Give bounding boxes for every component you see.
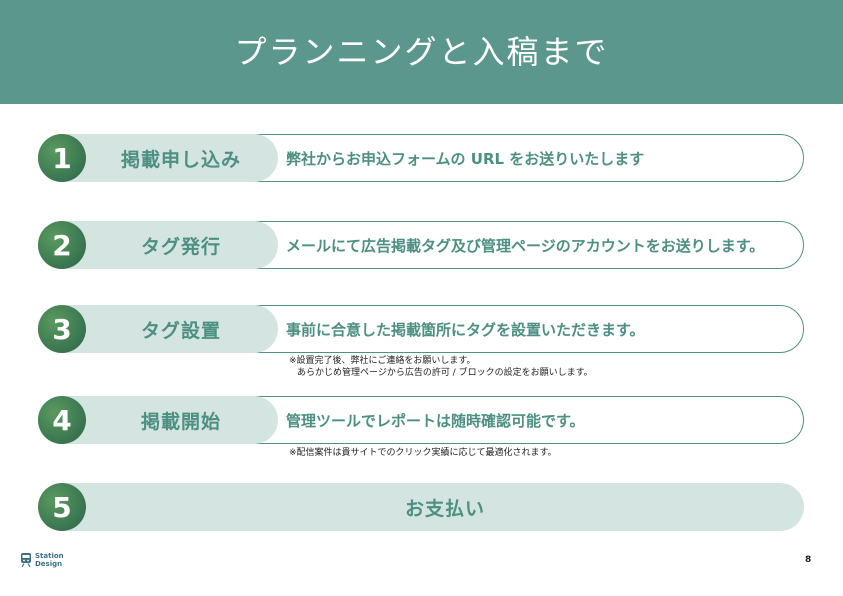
logo-line: Station xyxy=(35,552,64,560)
note-line: ※設置完了後、弊社にご連絡をお願いします。 xyxy=(289,356,476,366)
step-description: メールにて広告掲載タグ及び管理ページのアカウントをお送りします。 xyxy=(286,236,765,255)
step-number-badge: 1 xyxy=(38,134,86,182)
step-label: タグ設置 xyxy=(140,319,221,342)
logo-line: Design xyxy=(35,560,63,568)
step-5: 5 お支払い xyxy=(38,483,804,531)
step-4: 4 掲載開始 管理ツールでレポートは随時確認可能です。 xyxy=(38,396,804,444)
logo-wordmark: Station Design xyxy=(35,552,64,568)
step-label: お支払い xyxy=(404,497,485,520)
page-title: プランニングと入稿まで xyxy=(234,33,609,71)
step-3-note: ※設置完了後、弊社にご連絡をお願いします。 あらかじめ管理ページから広告の許可 … xyxy=(289,355,593,379)
step-number-badge: 4 xyxy=(38,396,86,444)
step-4-note: ※配信案件は貴サイトでのクリック実績に応じて最適化されます。 xyxy=(289,447,557,459)
step-description: 事前に合意した掲載箇所にタグを設置いただきます。 xyxy=(286,320,645,339)
train-icon xyxy=(21,553,31,568)
note-line: あらかじめ管理ページから広告の許可 / ブロックの設定をお願いします。 xyxy=(297,368,593,378)
note-line: ※配信案件は貴サイトでのクリック実績に応じて最適化されます。 xyxy=(289,448,557,458)
station-design-logo: Station Design xyxy=(20,552,64,568)
step-3: 3 タグ設置 事前に合意した掲載箇所にタグを設置いただきます。 xyxy=(38,305,804,353)
step-label: 掲載申し込み xyxy=(120,148,241,171)
step-1: 1 掲載申し込み 弊社からお申込フォームの URL をお送りいたします xyxy=(38,134,804,182)
step-description: 弊社からお申込フォームの URL をお送りいたします xyxy=(286,149,645,168)
header-banner: プランニングと入稿まで xyxy=(0,0,843,104)
page-number: 8 xyxy=(805,555,812,565)
step-label: タグ発行 xyxy=(140,235,221,258)
step-2: 2 タグ発行 メールにて広告掲載タグ及び管理ページのアカウントをお送りします。 xyxy=(38,221,804,269)
step-description: 管理ツールでレポートは随時確認可能です。 xyxy=(286,411,585,430)
step-number-badge: 5 xyxy=(38,483,86,531)
step-number-badge: 2 xyxy=(38,221,86,269)
step-label: 掲載開始 xyxy=(140,410,221,433)
step-bar xyxy=(38,483,804,531)
step-number-badge: 3 xyxy=(38,305,86,353)
